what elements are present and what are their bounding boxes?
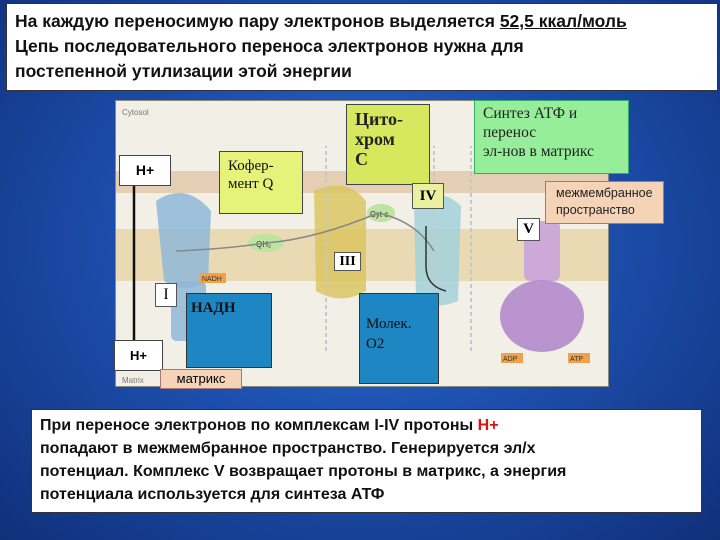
molecular-oxygen-label: Молек. О2 (359, 293, 439, 384)
cytosol-small-label: Cytosol (122, 108, 149, 117)
proton-highlight: Н+ (477, 417, 499, 434)
header-line-1: На каждую переносимую пару электронов вы… (15, 11, 627, 31)
atp-synthesis-label: Синтез АТФ и перенос эл-нов в матрикс (474, 100, 629, 174)
nadh-small-label: NADH (202, 276, 222, 283)
h-plus-label-top: H+ (119, 155, 171, 186)
electron-path (175, 212, 435, 252)
nadh-label: НАДН (186, 293, 272, 368)
complex-iii-shape (314, 185, 366, 299)
intermembrane-space-label: межмембранное пространство (545, 181, 664, 224)
complex-iv-label: IV (412, 183, 444, 209)
cytc-small-label: Cyt c (370, 210, 388, 219)
complex-i-shape (156, 193, 211, 289)
complex-iii-label: III (334, 252, 361, 271)
complex-iv-shape (414, 194, 461, 306)
footer-line-3: потенциал. Комплекс V возвращает протоны… (40, 463, 567, 480)
nadh-small-box (200, 273, 226, 283)
header-line-3: постепенной утилизации этой энергии (15, 61, 352, 81)
footer-line-4: потенциала используется для синтеза АТФ (40, 486, 385, 503)
footer-line-1: При переносе электронов по комплексам I-… (40, 417, 499, 434)
matrix-label: матрикс (160, 369, 242, 389)
adp-small-box (501, 353, 523, 363)
energy-value: 52,5 ккал/моль (499, 11, 627, 31)
coenzyme-q-label: Кофер- мент Q (219, 151, 303, 214)
adp-small-label: ADP (503, 356, 518, 363)
complex-i-label: I (155, 283, 177, 307)
qh2-small-label: QH₂ (256, 240, 271, 249)
header-line-2: Цепь последовательного переноса электрон… (15, 36, 524, 56)
atp-small-label: ATP (570, 356, 583, 363)
atp-synthase-head (500, 280, 584, 352)
complex-iv-arrow (425, 226, 447, 292)
footer-line-2: попадают в межмембранное пространство. Г… (40, 440, 536, 457)
header-text-box: На каждую переносимую пару электронов вы… (6, 3, 718, 91)
cytochrome-c-label: Цито- хром С (346, 104, 430, 185)
complex-v-label: V (517, 218, 540, 241)
h-plus-label-bottom: H+ (114, 340, 163, 371)
matrix-small-label: Matrix (122, 376, 144, 385)
atp-small-box (568, 353, 590, 363)
footer-text-box: При переносе электронов по комплексам I-… (31, 409, 702, 513)
